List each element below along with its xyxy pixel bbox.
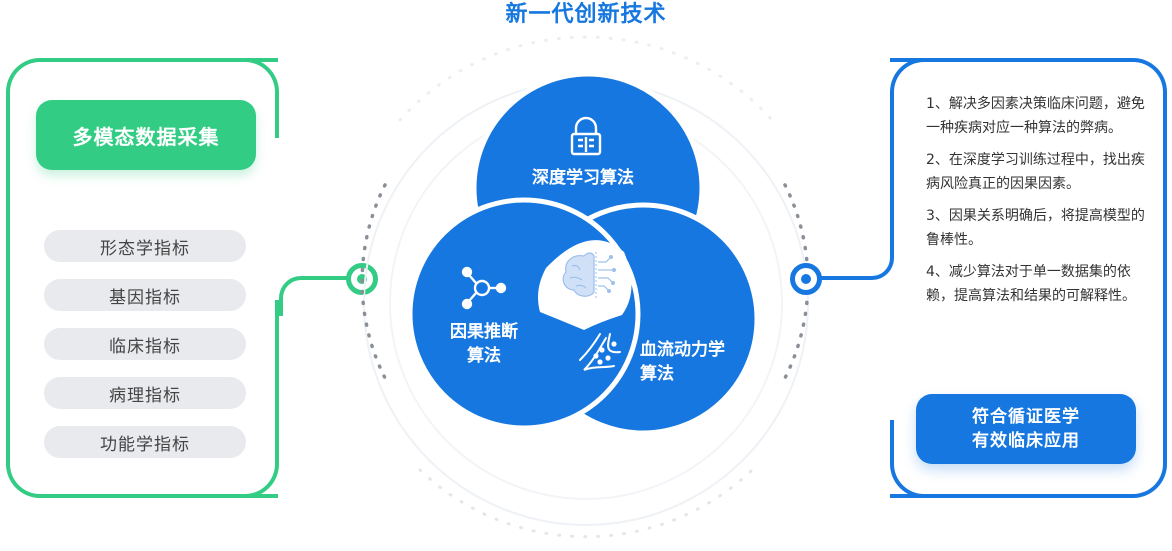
benefit-item: 4、减少算法对于单一数据集的依赖，提高算法和结果的可解释性。	[926, 264, 1136, 304]
right-panel-frame-top	[890, 58, 924, 240]
data-collection-header: 多模态数据采集	[36, 100, 256, 170]
causal-inference-label-line2: 算法	[467, 346, 501, 366]
indicator-item: 病理指标	[44, 377, 246, 409]
left-panel-frame	[6, 58, 278, 498]
indicator-item: 临床指标	[44, 328, 246, 360]
indicator-item: 功能学指标	[44, 426, 246, 458]
right-connector-line	[820, 236, 894, 280]
benefit-item: 2、在深度学习训练过程中，找出疾病风险真正的因果因素。	[926, 152, 1145, 192]
right-panel-frame	[890, 58, 1167, 498]
top-dotted-arc	[398, 35, 774, 122]
causal-inference-label: 因果推断 算法	[448, 320, 520, 368]
book-lock-icon	[570, 116, 602, 156]
result-line1: 符合循证医学	[972, 407, 1080, 427]
benefit-item: 1、解决多因素决策临床问题，避免一种疾病对应一种算法的弊病。	[926, 96, 1145, 136]
brain-circuit-icon	[562, 252, 616, 298]
network-node-icon	[461, 266, 507, 310]
hemodynamics-label-line1: 血流动力学	[640, 340, 725, 360]
indicator-item: 形态学指标	[44, 230, 246, 262]
bottom-dotted-arc	[418, 468, 754, 539]
left-connector-line	[279, 276, 351, 316]
indicator-item: 基因指标	[44, 279, 246, 311]
right-connector-node-icon	[790, 263, 822, 295]
deep-learning-label: 深度学习算法	[532, 168, 634, 188]
benefits-list: 1、解决多因素决策临床问题，避免一种疾病对应一种算法的弊病。 2、在深度学习训练…	[926, 92, 1152, 316]
result-line2: 有效临床应用	[972, 431, 1080, 451]
hemodynamics-label: 血流动力学 算法	[640, 338, 725, 386]
left-dotted-arc	[360, 183, 387, 380]
causal-inference-label-line1: 因果推断	[450, 322, 518, 342]
result-box: 符合循证医学 有效临床应用	[916, 394, 1136, 464]
benefit-item: 3、因果关系明确后，将提高模型的鲁棒性。	[926, 208, 1145, 248]
blood-flow-icon	[579, 333, 621, 371]
page-title: 新一代创新技术	[505, 2, 667, 27]
hemodynamics-label-line2: 算法	[640, 364, 674, 384]
